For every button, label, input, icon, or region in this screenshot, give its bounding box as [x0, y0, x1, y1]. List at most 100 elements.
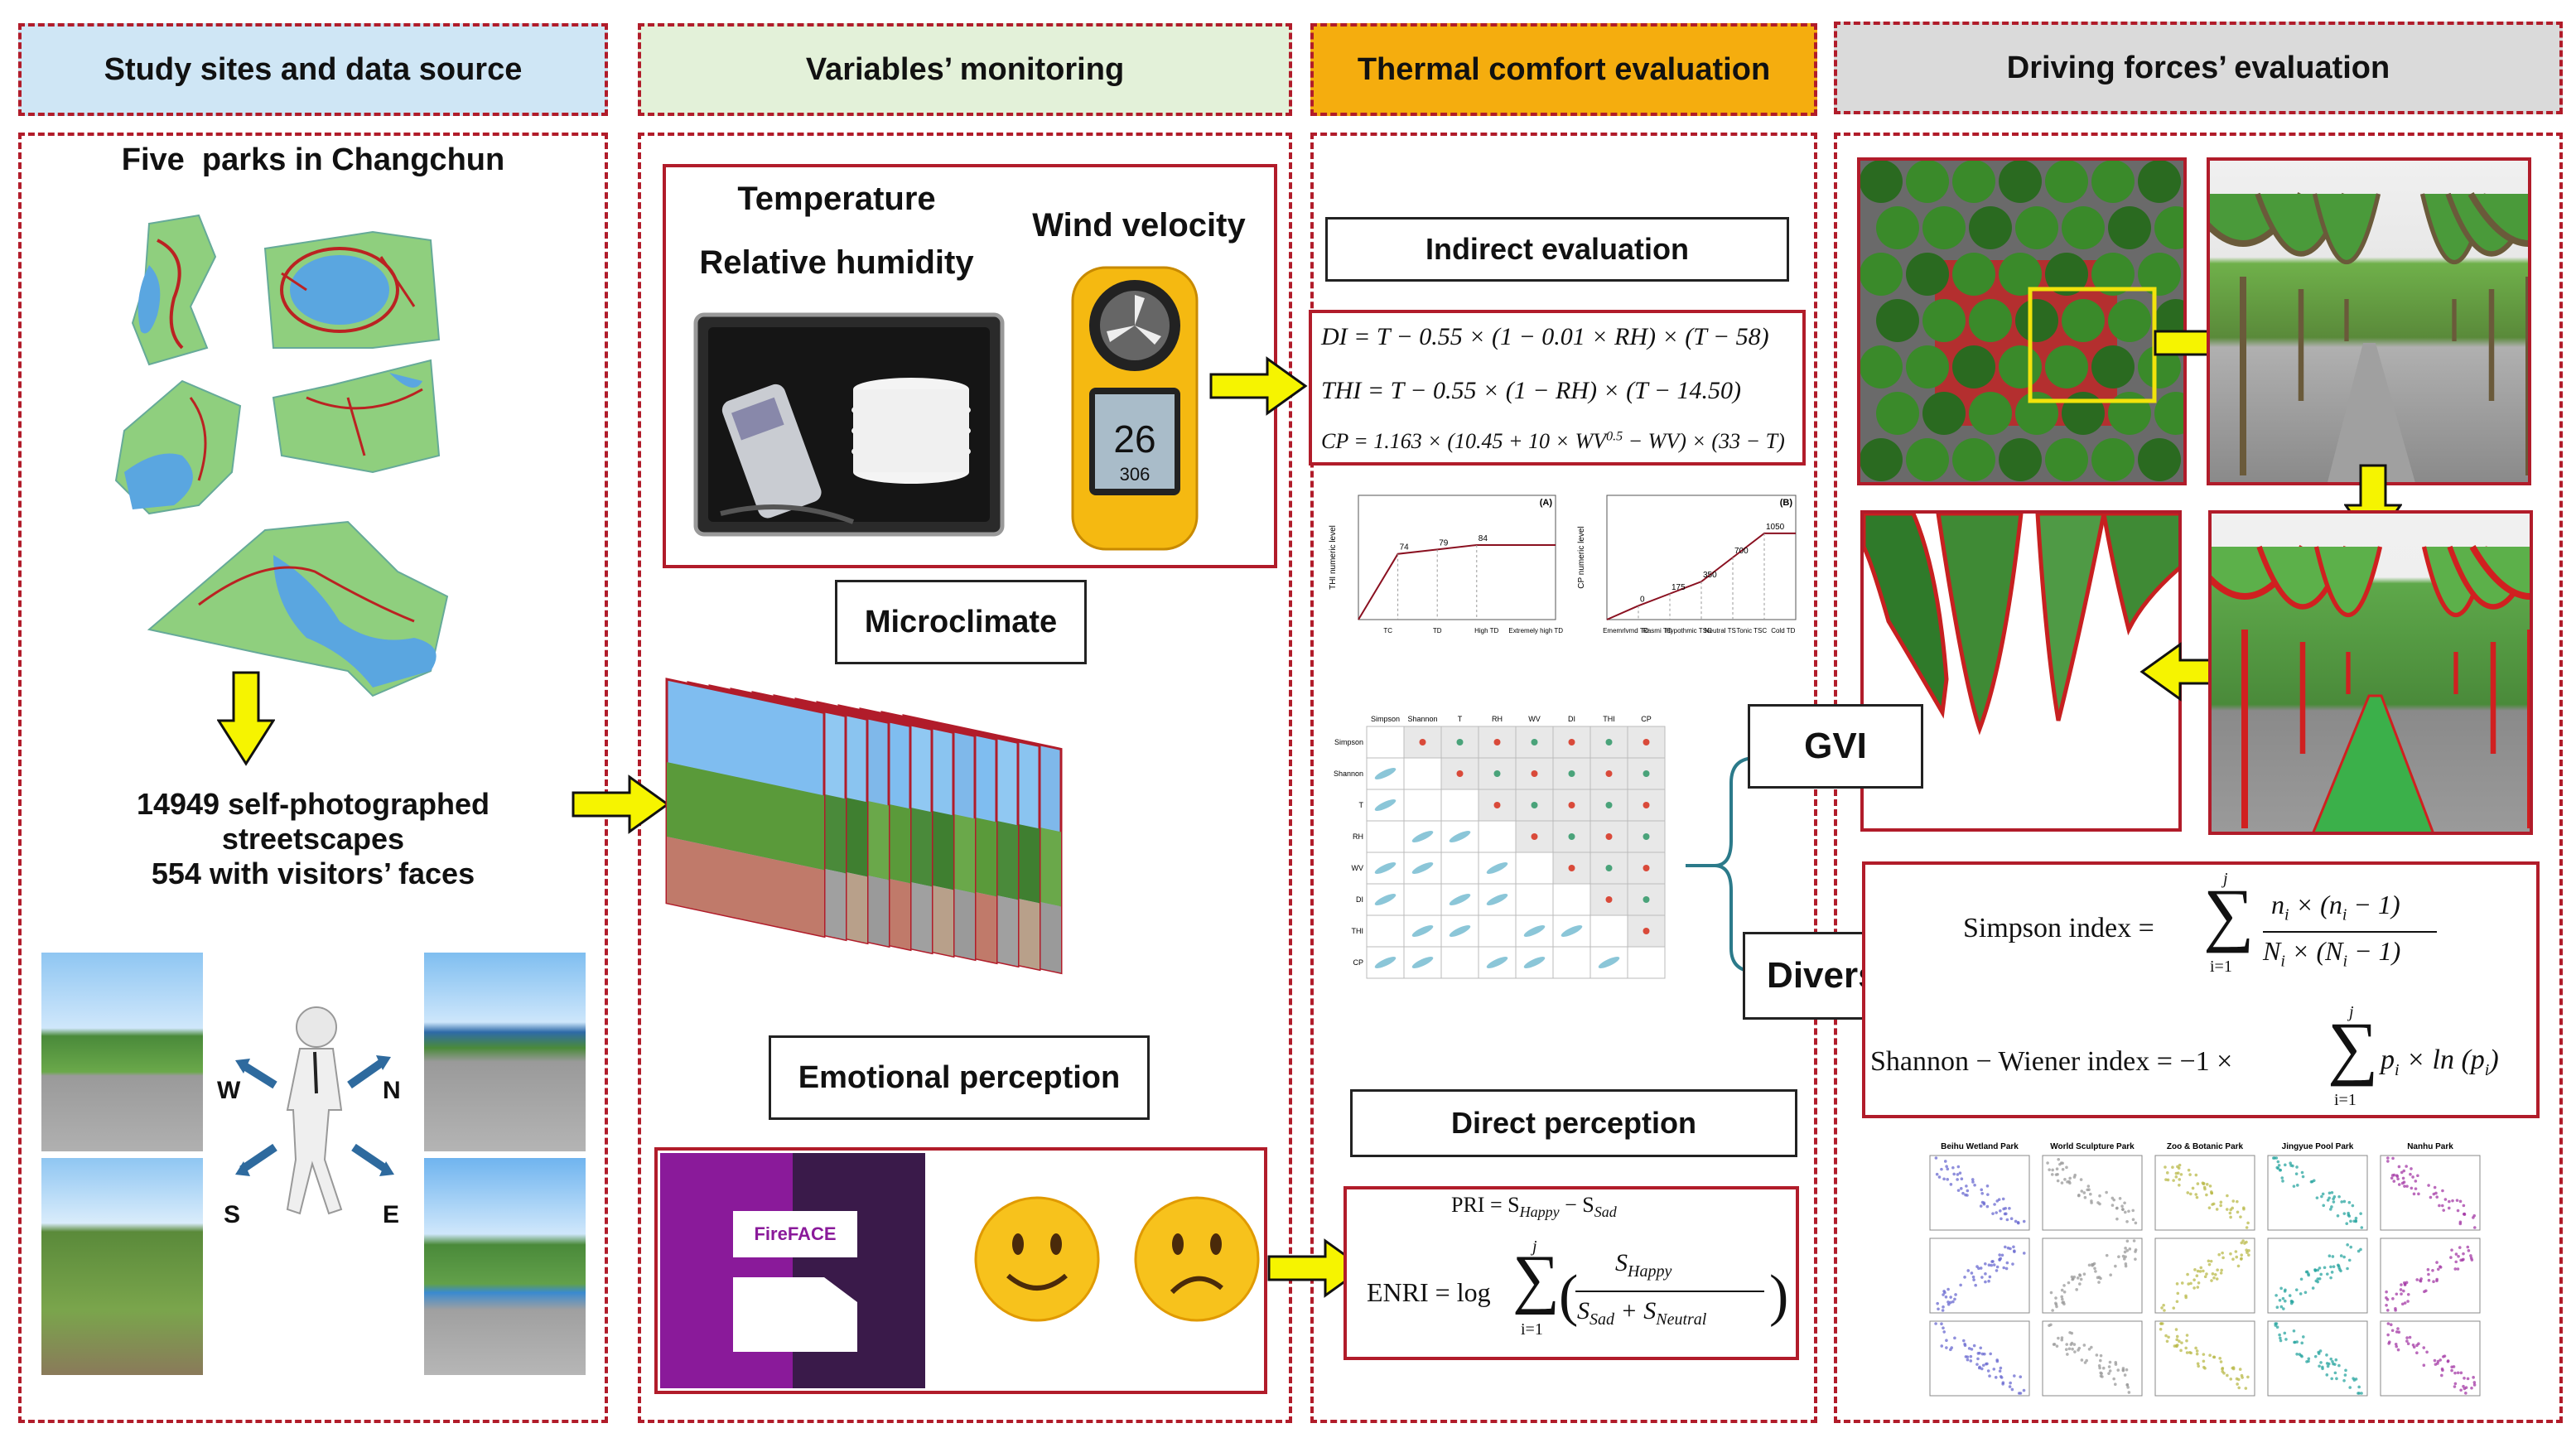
scatter-point [1953, 1297, 1956, 1301]
scatter-point [2176, 1291, 2180, 1295]
scatter-point [2440, 1367, 2444, 1371]
scatter-point [2279, 1305, 2284, 1309]
scatter-point [2472, 1226, 2477, 1229]
scatter-point [1971, 1275, 1975, 1279]
scatter-point [2440, 1204, 2444, 1208]
down-arrow-icon [217, 671, 275, 766]
matrix-dot [1643, 896, 1650, 903]
scatter-park-title: Zoo & Botanic Park [2167, 1142, 2244, 1151]
scatter-point [1951, 1300, 1955, 1304]
scatter-point [2134, 1250, 2137, 1253]
scatter-point [2240, 1373, 2244, 1378]
direct-perception-box: Direct perception [1350, 1089, 1797, 1157]
scatter-point [2387, 1342, 2390, 1345]
scatter-point [1991, 1260, 1995, 1263]
scatter-point [2165, 1171, 2169, 1175]
scatter-point [2099, 1371, 2102, 1375]
scatter-point [2236, 1264, 2241, 1268]
scatter-point [1945, 1339, 1948, 1343]
compass-n: N [383, 1077, 401, 1104]
scatter-point [2207, 1262, 2212, 1267]
scatter-point [2405, 1185, 2409, 1188]
matrix-col-label: THI [1603, 715, 1615, 723]
scatter-point [2327, 1362, 2331, 1366]
tree-canopy [2045, 161, 2088, 203]
tree-canopy [2138, 161, 2181, 203]
scatter-point [2403, 1283, 2407, 1286]
scatter-point [2203, 1275, 2207, 1279]
scatter-point [2414, 1187, 2418, 1190]
scatter-point [2107, 1365, 2111, 1368]
scatter-point [2330, 1377, 2333, 1381]
scatter-point [2226, 1194, 2229, 1198]
scatter-point [2051, 1168, 2054, 1172]
scatter-point [2012, 1245, 2015, 1249]
scatter-point [2459, 1371, 2463, 1375]
scatter-point [1959, 1283, 1962, 1287]
matrix-row-label: T [1359, 801, 1364, 809]
tree-canopy [1860, 161, 1903, 203]
scatter-point [2174, 1328, 2178, 1331]
matrix-cell [1589, 789, 1628, 822]
scatter-point [2292, 1185, 2296, 1188]
scatter-point [2061, 1167, 2065, 1171]
tree-canopy [1860, 438, 1903, 481]
scatter-point [2071, 1277, 2074, 1281]
matrix-scatter [1374, 799, 1397, 811]
scatter-point [2186, 1191, 2190, 1194]
scatter-point [2328, 1191, 2332, 1195]
scatter-point [1985, 1204, 1990, 1209]
chart-tick-label: Cold TD [1771, 627, 1795, 634]
scatter-point [1967, 1347, 1971, 1350]
scatter-point [2195, 1195, 2199, 1199]
scatter-point [2402, 1169, 2406, 1173]
scatter-point [2115, 1206, 2119, 1210]
scatter-point [1946, 1178, 1950, 1181]
scatter-point [1988, 1374, 1991, 1378]
scatter-point [1986, 1369, 1990, 1373]
scatter-point [2463, 1387, 2467, 1391]
zoomed-canopy-image [1860, 510, 2182, 832]
scatter-point [2061, 1300, 2064, 1305]
scatter-point [2427, 1272, 2430, 1276]
scatter-point [2055, 1167, 2059, 1170]
scatter-point [2105, 1253, 2109, 1257]
scatter-point [2125, 1383, 2130, 1387]
scatter-point [2050, 1173, 2054, 1176]
scatter-point [1942, 1330, 1946, 1334]
scatter-point [2010, 1387, 2014, 1392]
scatter-point [1980, 1191, 1985, 1195]
scatter-point [2325, 1353, 2328, 1357]
scatter-point [2449, 1256, 2453, 1259]
scatter-point [1942, 1290, 1946, 1293]
scatter-point [2073, 1173, 2077, 1177]
matrix-dot [1493, 802, 1501, 808]
scatter-point [2236, 1210, 2240, 1214]
tree-canopy [2062, 392, 2105, 435]
fireface-label: FireFACE [733, 1211, 857, 1257]
scatter-point [2301, 1335, 2305, 1339]
matrix-cell [1552, 946, 1591, 979]
scatter-point [1979, 1204, 1983, 1208]
scatter-point [2060, 1336, 2064, 1339]
scatter-point [2283, 1299, 2287, 1303]
scatter-point [2132, 1239, 2136, 1242]
matrix-col-label: Shannon [1407, 715, 1437, 723]
scatter-point [1963, 1276, 1966, 1279]
scatter-point [1942, 1305, 1945, 1309]
scatter-point [2131, 1209, 2135, 1213]
scatter-point [1980, 1188, 1984, 1192]
scatter-point [2412, 1192, 2416, 1196]
scatter-point [2240, 1257, 2243, 1261]
header-thermal: Thermal comfort evaluation [1310, 23, 1817, 116]
scatter-point [2231, 1257, 2235, 1262]
scatter-point [1995, 1211, 1998, 1214]
matrix-scatter [1449, 925, 1471, 937]
scatter-point [2123, 1201, 2126, 1205]
matrix-scatter [1411, 925, 1434, 937]
scatter-point [2295, 1165, 2299, 1169]
tree-canopy [1999, 345, 2042, 388]
scatter-point [2423, 1290, 2426, 1294]
tree-canopy [2045, 345, 2088, 388]
